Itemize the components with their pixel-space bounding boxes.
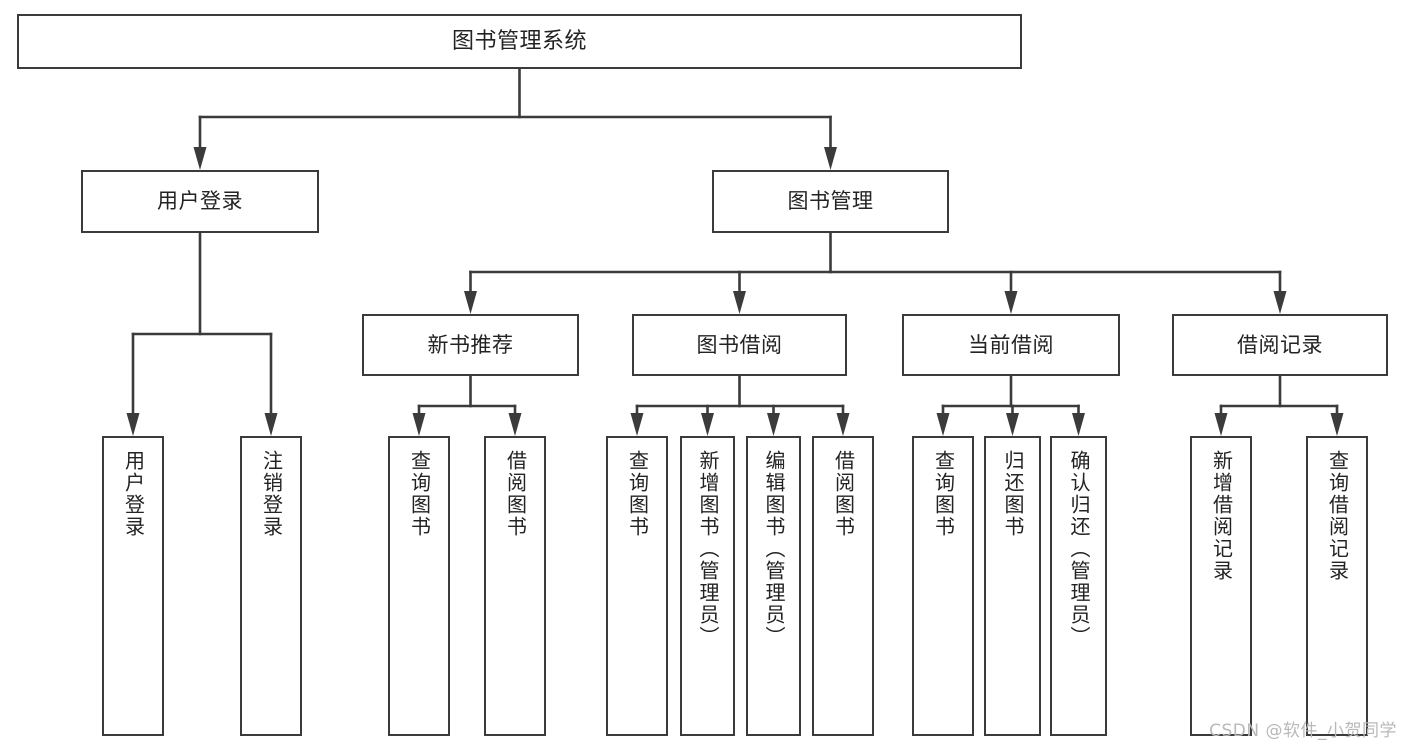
connector-arrowhead — [733, 291, 746, 314]
node-leaf-edit-book[interactable]: 编辑图书（管理员） — [746, 436, 801, 736]
connector-arrowhead — [701, 413, 714, 436]
node-leaf-return-book[interactable]: 归还图书 — [984, 436, 1041, 736]
node-label: 查询图书 — [931, 450, 956, 538]
node-book-manage[interactable]: 图书管理 — [712, 170, 949, 233]
node-leaf-user-login[interactable]: 用户登录 — [102, 436, 164, 736]
node-leaf-confirm-return[interactable]: 确认归还（管理员） — [1050, 436, 1107, 736]
connector-arrowhead — [1072, 413, 1085, 436]
node-current-borrow[interactable]: 当前借阅 — [902, 314, 1120, 376]
node-leaf-add-book[interactable]: 新增图书（管理员） — [680, 436, 735, 736]
node-label: 用户登录 — [121, 450, 146, 538]
node-new-book-rec[interactable]: 新书推荐 — [362, 314, 579, 376]
node-root[interactable]: 图书管理系统 — [17, 14, 1022, 69]
node-label: 确认归还（管理员） — [1067, 450, 1091, 648]
node-leaf-query-book-2[interactable]: 查询图书 — [606, 436, 668, 736]
node-label: 图书借阅 — [696, 332, 783, 357]
connector-arrowhead — [1004, 291, 1018, 314]
node-label: 用户登录 — [157, 189, 243, 214]
connector-arrowhead — [630, 413, 644, 436]
node-book-borrow[interactable]: 图书借阅 — [632, 314, 847, 376]
connector-arrowhead — [936, 413, 950, 436]
node-leaf-query-book-1[interactable]: 查询图书 — [388, 436, 450, 736]
connector-arrowhead — [193, 147, 207, 170]
node-leaf-query-record[interactable]: 查询借阅记录 — [1306, 436, 1368, 736]
node-label: 当前借阅 — [968, 332, 1054, 357]
node-label: 图书管理系统 — [451, 28, 587, 54]
connector-arrowhead — [1006, 413, 1019, 436]
node-label: 注销登录 — [259, 450, 284, 538]
connector-arrowhead — [464, 291, 477, 314]
node-leaf-borrow-book-2[interactable]: 借阅图书 — [812, 436, 874, 736]
connector-arrowhead — [824, 147, 837, 170]
node-label: 图书管理 — [787, 189, 874, 214]
node-borrow-record[interactable]: 借阅记录 — [1172, 314, 1388, 376]
node-label: 新增图书（管理员） — [696, 450, 720, 648]
connector-arrowhead — [508, 413, 522, 436]
node-leaf-add-record[interactable]: 新增借阅记录 — [1190, 436, 1252, 736]
connector-arrowhead — [1330, 413, 1344, 436]
node-label: 新增借阅记录 — [1209, 450, 1234, 582]
node-label: 借阅图书 — [831, 450, 856, 538]
node-label: 查询借阅记录 — [1325, 450, 1350, 582]
connector-arrowhead — [126, 413, 140, 436]
node-label: 新书推荐 — [427, 332, 514, 357]
node-label: 借阅图书 — [503, 450, 528, 538]
connector-arrowhead — [264, 413, 278, 436]
node-label: 查询图书 — [625, 450, 650, 538]
connector-arrowhead — [412, 413, 426, 436]
node-label: 查询图书 — [407, 450, 432, 538]
connector-arrowhead — [836, 413, 850, 436]
node-label: 借阅记录 — [1237, 332, 1323, 357]
connector-arrowhead — [1214, 413, 1228, 436]
connector-arrowhead — [767, 413, 780, 436]
connector-arrowhead — [1273, 291, 1287, 314]
node-leaf-user-logout[interactable]: 注销登录 — [240, 436, 302, 736]
node-label: 归还图书 — [1001, 450, 1025, 538]
node-leaf-borrow-book-1[interactable]: 借阅图书 — [484, 436, 546, 736]
node-leaf-query-book-3[interactable]: 查询图书 — [912, 436, 974, 736]
node-label: 编辑图书（管理员） — [762, 450, 786, 648]
node-user-login[interactable]: 用户登录 — [81, 170, 319, 233]
